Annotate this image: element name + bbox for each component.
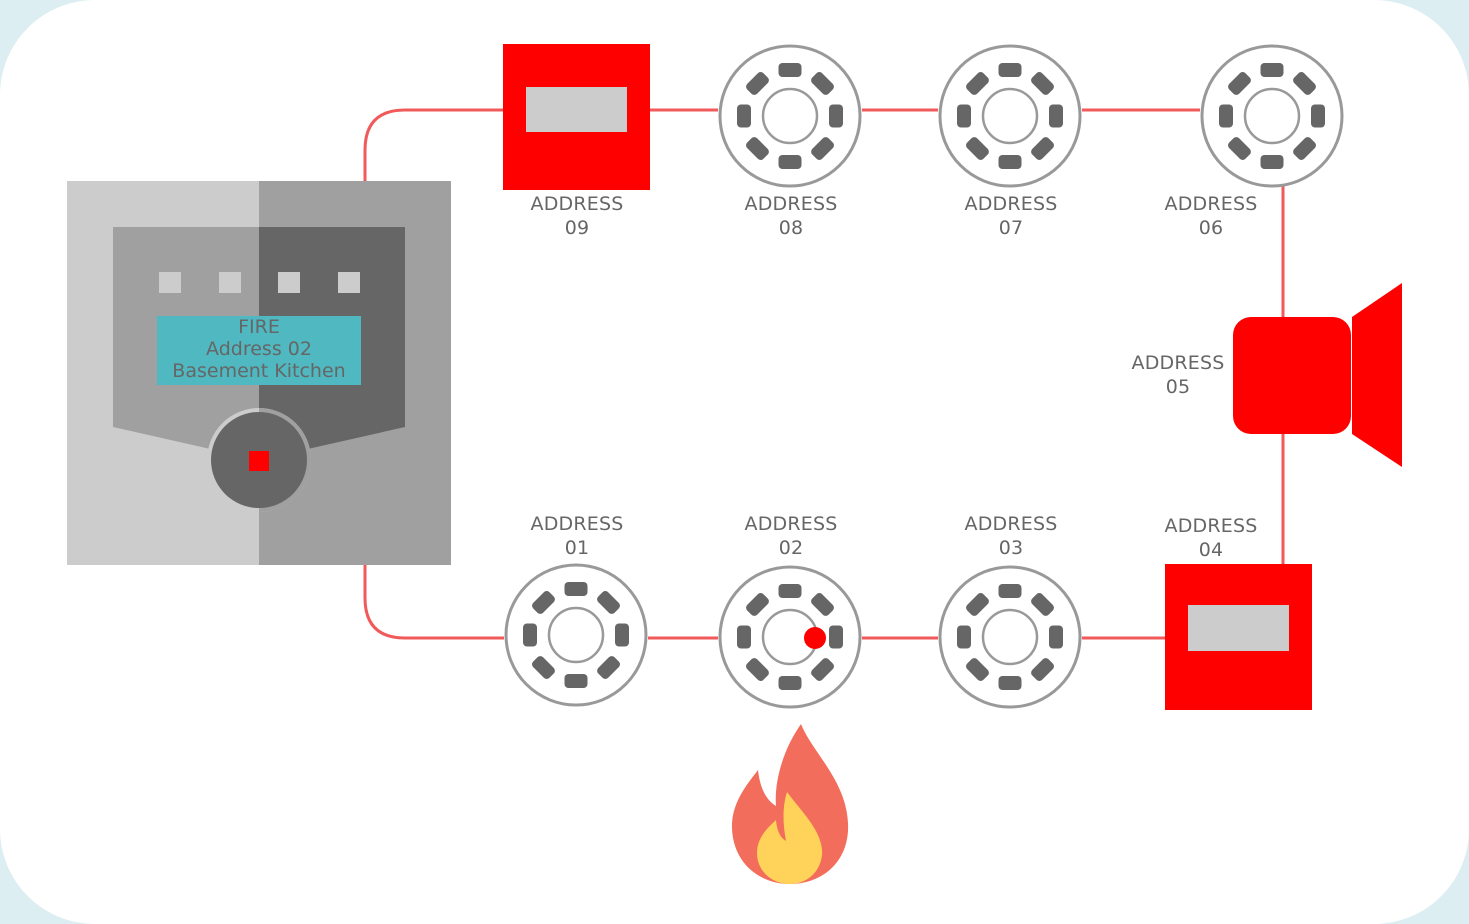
- lcd-line-address: Address 02: [206, 338, 312, 360]
- wire-01-to-panel: [363, 565, 504, 640]
- call-point-09: [503, 44, 650, 190]
- smoke-detector-03: [938, 565, 1082, 709]
- flame-icon: [731, 724, 849, 884]
- smoke-detector-08: [718, 44, 862, 188]
- sounder-05: [1233, 283, 1402, 467]
- smoke-detectors: [504, 44, 1344, 709]
- lcd-line-status: FIRE: [238, 316, 280, 338]
- smoke-detector-01: [504, 563, 648, 707]
- panel-button-indicator: [249, 451, 269, 471]
- wire-panel-to-09: [363, 108, 503, 181]
- smoke-detector-02: [718, 565, 862, 709]
- smoke-detector-07: [938, 44, 1082, 188]
- smoke-detector-06: [1200, 44, 1344, 188]
- loop-wiring: [363, 108, 1285, 640]
- panel-lcd-display: FIRE Address 02 Basement Kitchen: [157, 316, 361, 385]
- call-point-04: [1165, 564, 1312, 710]
- panel-indicator-lights: [159, 272, 360, 293]
- alarm-indicator-dot: [804, 627, 826, 649]
- lcd-line-location: Basement Kitchen: [172, 360, 346, 382]
